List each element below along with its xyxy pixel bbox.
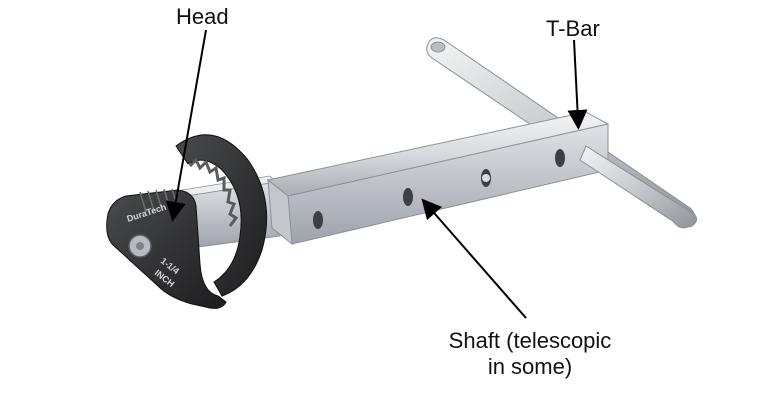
label-head: Head xyxy=(176,4,229,29)
head-pin-center xyxy=(136,242,144,250)
head: DuraTech 1-1/4 INCH xyxy=(106,134,268,309)
head-jaw xyxy=(175,134,268,297)
label-shaft-line1: Shaft (telescopic xyxy=(448,328,612,353)
tbar-arrow xyxy=(567,39,588,130)
label-shaft-line2: in some) xyxy=(487,354,573,379)
shaft-end-face xyxy=(267,178,293,246)
label-t-bar: T-Bar xyxy=(546,16,600,41)
t-bar-end-slot xyxy=(430,41,446,53)
shaft-hole xyxy=(313,211,323,229)
shaft-hole xyxy=(403,188,413,206)
shaft-arrow xyxy=(421,198,527,319)
label-shaft: Shaft (telescopic in some) xyxy=(432,328,628,380)
t-bar-rod-front xyxy=(579,145,698,229)
head-body xyxy=(106,189,227,309)
head-arrow xyxy=(165,29,207,222)
shaft-rivet xyxy=(482,174,490,182)
shaft-hole xyxy=(555,149,565,167)
head-teeth xyxy=(188,157,239,227)
